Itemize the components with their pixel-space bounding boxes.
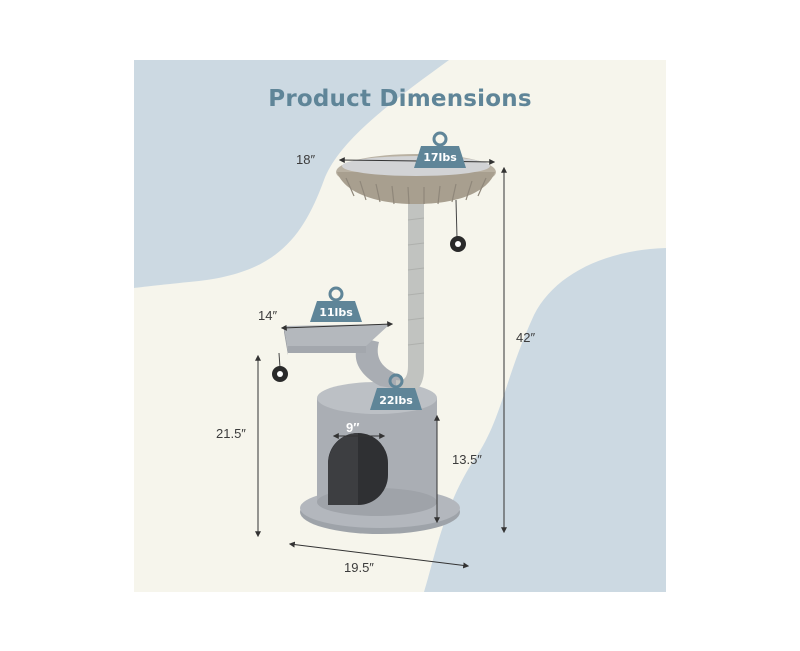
illustration: 17lbs 11lbs 22lbs xyxy=(134,60,666,592)
label-platform-height: 21.5″ xyxy=(216,426,246,441)
svg-text:17lbs: 17lbs xyxy=(423,151,457,164)
weight-tag-top: 17lbs xyxy=(414,131,466,168)
svg-text:22lbs: 22lbs xyxy=(379,394,413,407)
sisal-post xyxy=(396,200,424,397)
arrow-platform-width xyxy=(280,321,394,331)
label-base-width: 19.5″ xyxy=(344,560,374,575)
label-platform-width: 14″ xyxy=(258,308,278,323)
product-dimensions-card: 17lbs 11lbs 22lbs Product Dimensions 18″… xyxy=(134,60,666,592)
background-blob-right xyxy=(424,248,666,592)
background-blob-top xyxy=(134,60,449,288)
label-total-height: 42″ xyxy=(516,330,536,345)
arrow-base-width xyxy=(288,541,470,569)
svg-text:11lbs: 11lbs xyxy=(319,306,353,319)
weight-tag-platform: 11lbs xyxy=(310,286,362,322)
weight-tag-condo: 22lbs xyxy=(370,373,422,410)
label-condo-height: 13.5″ xyxy=(452,452,482,467)
label-top-width: 18″ xyxy=(296,152,316,167)
label-door-width: 9″ xyxy=(346,420,360,435)
page-title: Product Dimensions xyxy=(268,86,532,112)
